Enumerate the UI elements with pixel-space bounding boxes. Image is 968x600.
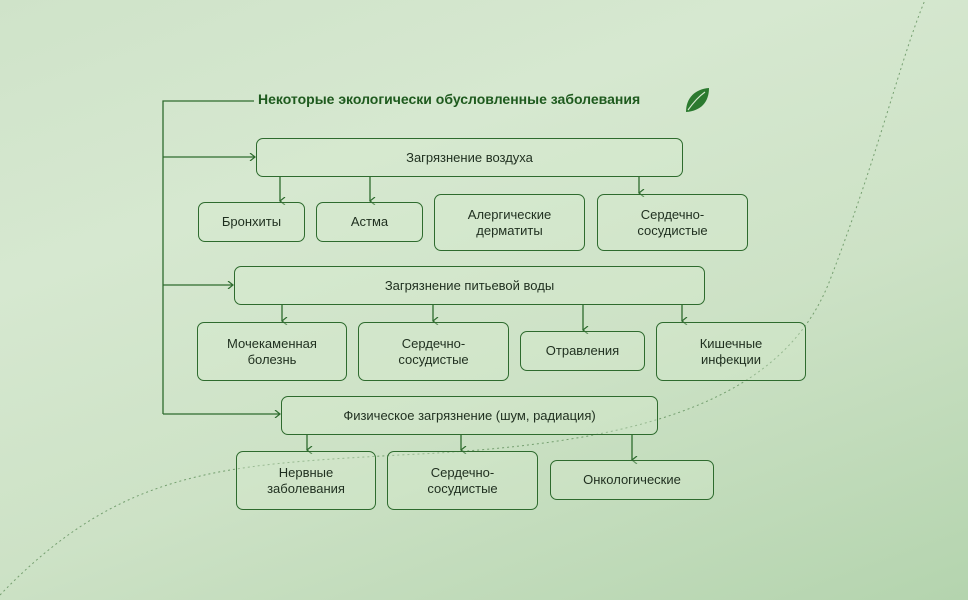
trunk-line (162, 100, 254, 414)
box-label: Онкологические (583, 472, 681, 487)
box-label: Загрязнение питьевой воды (384, 277, 555, 293)
box-label: Бронхиты (221, 214, 282, 229)
box-label: Сердечно- (640, 206, 705, 222)
leaf-icon (686, 88, 709, 112)
box-label: заболевания (267, 480, 345, 496)
box-label: Мочекаменная (227, 335, 317, 351)
box-label: Физическое загрязнение (шум, радиация) (343, 407, 596, 423)
box-label: Сердечно- (401, 335, 466, 351)
box-label: Алергические (467, 206, 552, 222)
box-label: Нервные (278, 464, 334, 480)
box-label: инфекции (700, 351, 762, 367)
box-label: сосудистые (398, 351, 469, 367)
box-label: Астма (350, 214, 389, 229)
box-label: Сердечно- (430, 464, 495, 480)
box-label: болезнь (247, 351, 297, 367)
disease-bronchitis: Бронхиты (198, 202, 305, 242)
box-label: Загрязнение воздуха (406, 149, 533, 165)
diagram-title: Некоторые экологически обусловленные заб… (258, 91, 641, 107)
category-water-pollution: Загрязнение питьевой воды (234, 266, 705, 305)
category-air-pollution: Загрязнение воздуха (256, 138, 683, 177)
disease-oncological: Онкологические (550, 460, 714, 500)
box-label: дерматиты (476, 222, 543, 238)
disease-cardiovascular-water: Сердечно-сосудистые (358, 322, 509, 381)
box-label: сосудистые (427, 480, 498, 496)
disease-cardiovascular-physical: Сердечно-сосудистые (387, 451, 538, 510)
category-physical-pollution: Физическое загрязнение (шум, радиация) (281, 396, 658, 435)
box-label: Кишечные (699, 335, 763, 351)
disease-asthma: Астма (316, 202, 423, 242)
disease-cardiovascular-air: Сердечно-сосудистые (597, 194, 748, 251)
box-label: Отравления (545, 343, 620, 358)
disease-poisoning: Отравления (520, 331, 645, 371)
box-label: сосудистые (637, 222, 708, 238)
